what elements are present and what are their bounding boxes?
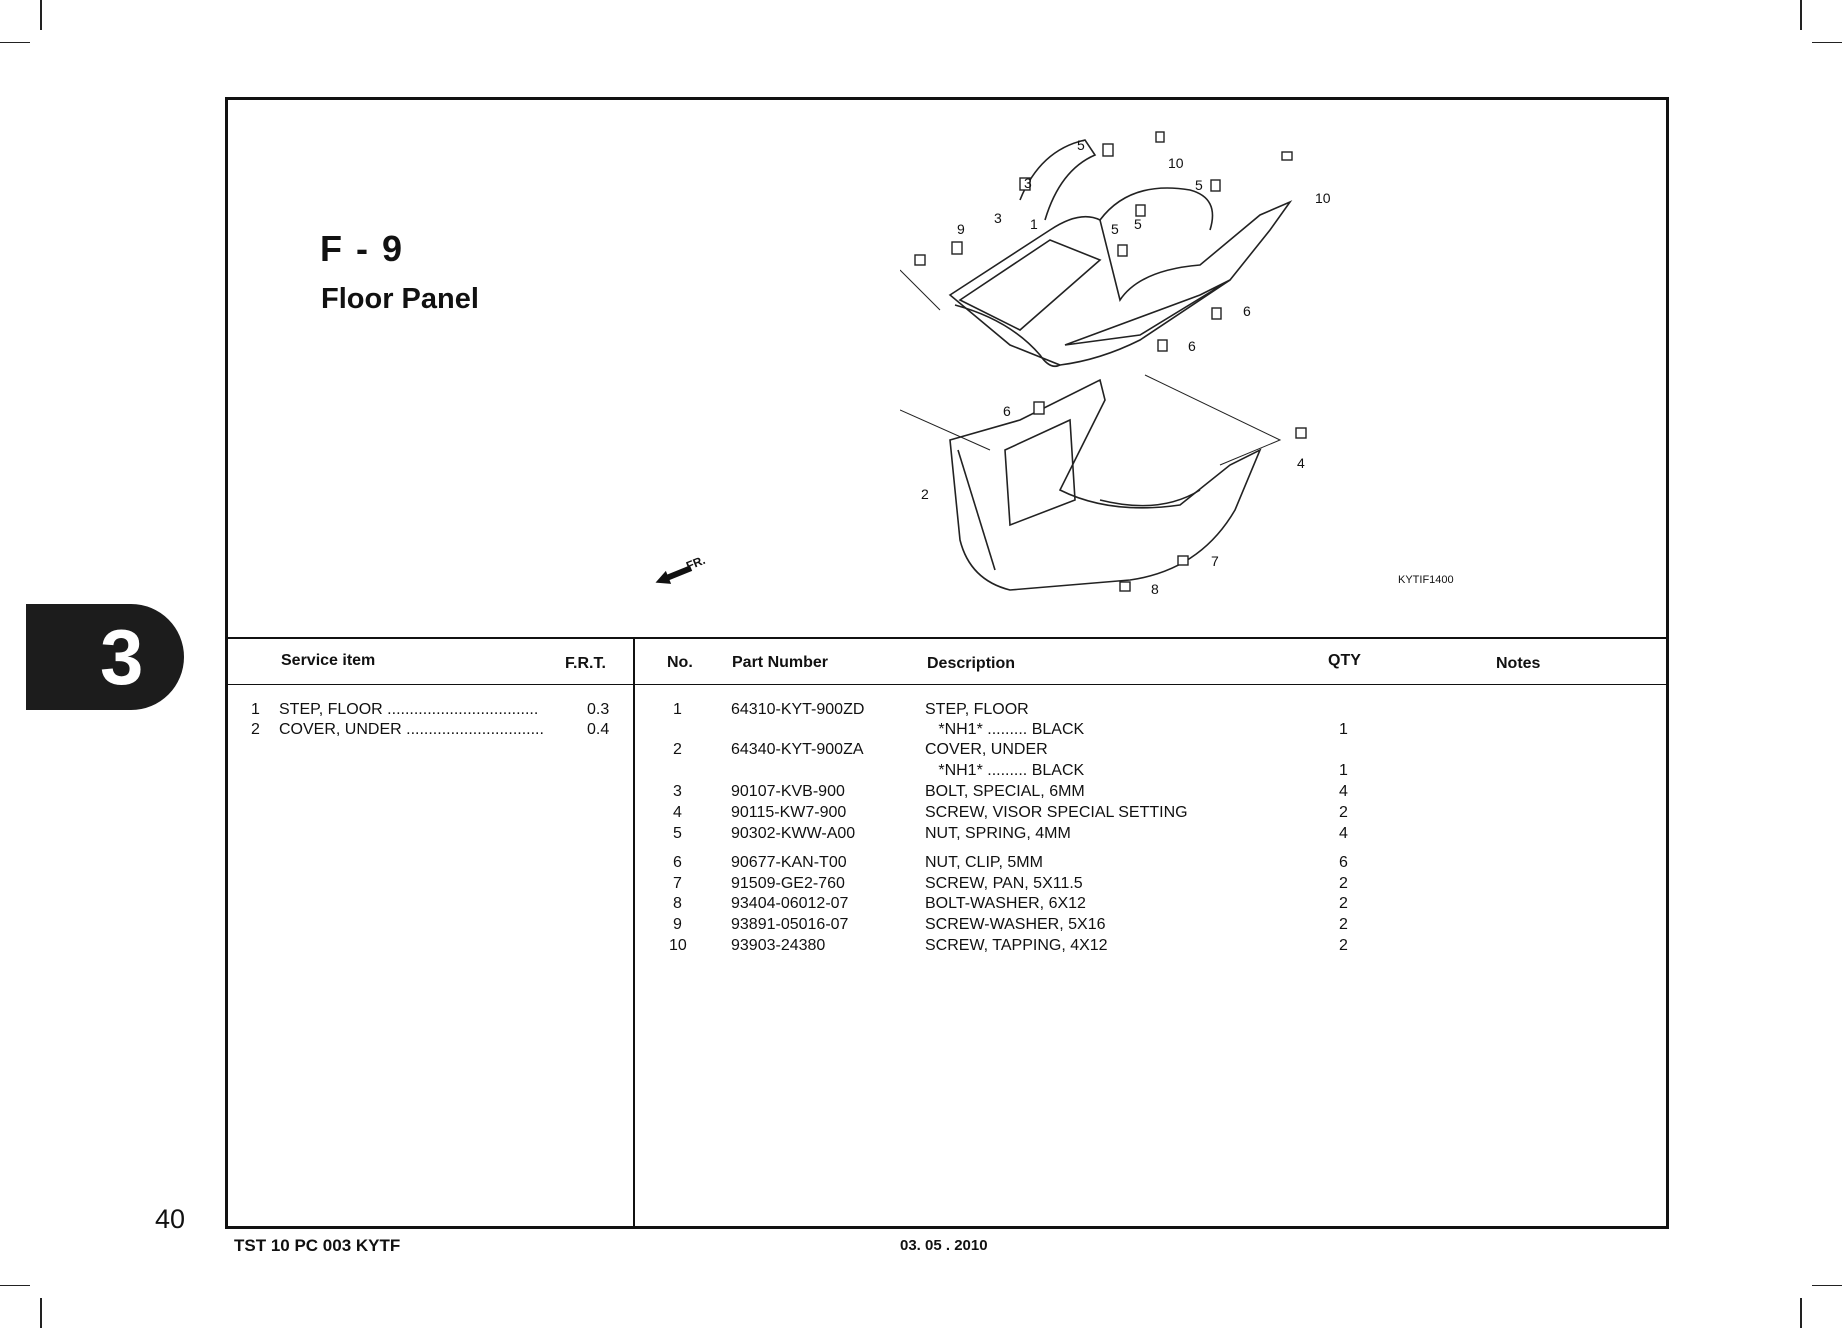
document-date: 03. 05 . 2010	[900, 1237, 988, 1254]
table-top-rule	[225, 637, 1669, 639]
part-number: 93891-05016-07	[731, 916, 849, 933]
header-service-item: Service item	[281, 652, 376, 669]
part-number: 91509-GE2-760	[731, 875, 845, 892]
part-number: 64340-KYT-900ZA	[731, 741, 864, 758]
header-no: No.	[667, 654, 693, 671]
part-description: SCREW, TAPPING, 4X12	[925, 937, 1108, 954]
part-number: 64310-KYT-900ZD	[731, 701, 865, 718]
part-no: 4	[673, 804, 682, 821]
part-no: 10	[669, 937, 687, 954]
part-description: *NH1* ......... BLACK	[925, 721, 1085, 738]
part-description: *NH1* ......... BLACK	[925, 762, 1085, 779]
document-code: TST 10 PC 003 KYTF	[234, 1236, 401, 1255]
header-frt: F.R.T.	[565, 655, 606, 672]
callout-5: 5	[1134, 216, 1142, 232]
part-description: NUT, CLIP, 5MM	[925, 854, 1043, 871]
part-no: 9	[673, 916, 682, 933]
header-notes: Notes	[1496, 655, 1541, 672]
part-number: 90302-KWW-A00	[731, 825, 856, 842]
header-description: Description	[927, 655, 1016, 672]
part-no: 3	[673, 783, 682, 800]
crop-mark	[0, 42, 30, 43]
callout-3: 3	[1024, 175, 1032, 191]
service-item-frt: 0.4	[587, 721, 610, 738]
part-qty: 1	[1339, 762, 1348, 779]
crop-mark	[40, 1298, 42, 1328]
part-number: 90107-KVB-900	[731, 783, 845, 800]
crop-mark	[1812, 1285, 1842, 1286]
part-no: 6	[673, 854, 682, 871]
part-number: 90677-KAN-T00	[731, 854, 847, 871]
page-frame	[225, 97, 1669, 1229]
callout-7: 7	[1211, 553, 1219, 569]
part-description: SCREW, VISOR SPECIAL SETTING	[925, 804, 1188, 821]
part-description: STEP, FLOOR	[925, 701, 1029, 718]
callout-5: 5	[1077, 137, 1085, 153]
part-no: 5	[673, 825, 682, 842]
figure-code: KYTIF1400	[1398, 574, 1454, 586]
part-qty: 6	[1339, 854, 1348, 871]
callout-5: 5	[1195, 177, 1203, 193]
floor-panel-diagram	[900, 131, 1307, 592]
part-description: BOLT-WASHER, 6X12	[925, 895, 1086, 912]
table-column-divider	[633, 637, 635, 1229]
callout-6: 6	[1188, 338, 1196, 354]
service-item-label: COVER, UNDER ...........................…	[279, 721, 544, 738]
part-qty: 4	[1339, 783, 1348, 800]
part-no: 2	[673, 741, 682, 758]
part-no: 1	[673, 701, 682, 718]
callout-3: 3	[994, 210, 1002, 226]
part-qty: 2	[1339, 937, 1348, 954]
page-number: 40	[155, 1204, 186, 1234]
callout-4: 4	[1297, 455, 1305, 471]
callout-8: 8	[1151, 581, 1159, 597]
table-header-rule	[225, 684, 1669, 685]
part-number: 90115-KW7-900	[731, 804, 847, 821]
part-no: 7	[673, 875, 682, 892]
callout-2: 2	[921, 486, 929, 502]
part-qty: 2	[1339, 804, 1348, 821]
callout-1: 1	[1030, 216, 1038, 232]
callout-6: 6	[1003, 403, 1011, 419]
callout-9: 9	[957, 221, 965, 237]
part-qty: 1	[1339, 721, 1348, 738]
section-title: Floor Panel	[321, 283, 479, 315]
callout-5: 5	[1111, 221, 1119, 237]
part-qty: 2	[1339, 916, 1348, 933]
crop-mark	[1800, 0, 1802, 30]
section-tab: 3	[26, 604, 184, 710]
crop-mark	[1812, 42, 1842, 43]
service-item-label: STEP, FLOOR ............................…	[279, 701, 539, 718]
section-code: F - 9	[320, 228, 405, 269]
part-qty: 2	[1339, 875, 1348, 892]
service-item-no: 1	[251, 701, 260, 718]
callout-10: 10	[1315, 190, 1331, 206]
part-description: COVER, UNDER	[925, 741, 1048, 758]
service-item-frt: 0.3	[587, 701, 610, 718]
part-description: NUT, SPRING, 4MM	[925, 825, 1071, 842]
header-part-number: Part Number	[732, 654, 829, 671]
section-tab-number: 3	[100, 613, 144, 701]
part-no: 8	[673, 895, 682, 912]
part-qty: 2	[1339, 895, 1348, 912]
part-qty: 4	[1339, 825, 1348, 842]
crop-mark	[40, 0, 42, 30]
service-item-no: 2	[251, 721, 260, 738]
part-description: SCREW, PAN, 5X11.5	[925, 875, 1083, 892]
part-description: SCREW-WASHER, 5X16	[925, 916, 1106, 933]
callout-10: 10	[1168, 155, 1184, 171]
crop-mark	[0, 1285, 30, 1286]
part-description: BOLT, SPECIAL, 6MM	[925, 783, 1085, 800]
part-number: 93404-06012-07	[731, 895, 849, 912]
crop-mark	[1800, 1298, 1802, 1328]
header-qty: QTY	[1328, 652, 1361, 669]
part-number: 93903-24380	[731, 937, 826, 954]
callout-6: 6	[1243, 303, 1251, 319]
